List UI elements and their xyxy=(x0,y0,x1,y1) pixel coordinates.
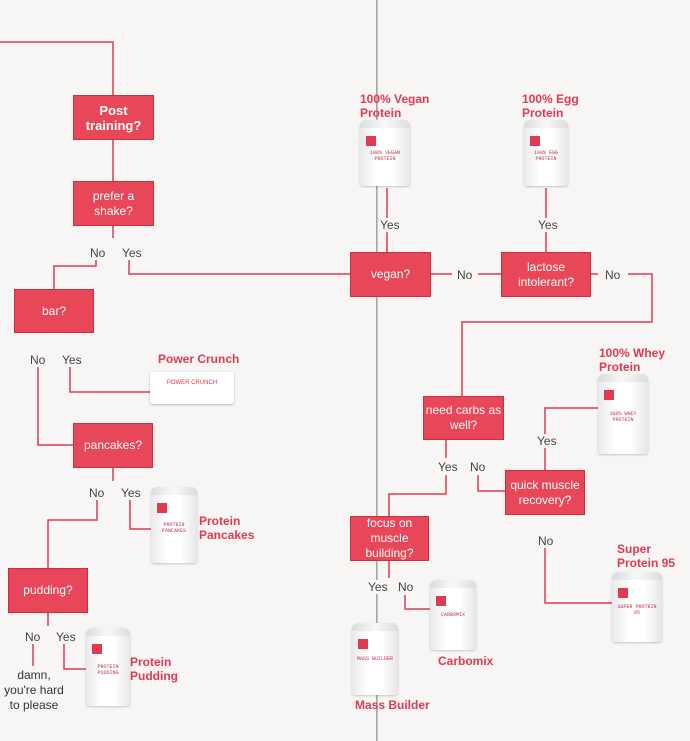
answer-yes: Yes xyxy=(536,218,560,232)
product-image-pudding: PROTEIN PUDDING xyxy=(86,628,130,706)
tub-label: 100% WHEY PROTEIN xyxy=(609,410,637,423)
product-image-power-crunch: POWER CRUNCH xyxy=(150,372,234,404)
tub-label: PROTEIN PUDDING xyxy=(97,663,119,676)
tub-cap xyxy=(86,628,130,636)
brand-logo-icon xyxy=(92,644,102,654)
tub-cap xyxy=(360,120,410,128)
tub-cap xyxy=(524,120,568,128)
decision-label: pudding? xyxy=(23,583,73,597)
answer-yes: Yes xyxy=(378,218,402,232)
decision-label: focus on muscle building? xyxy=(365,516,414,560)
brand-logo-icon xyxy=(366,136,376,146)
product-name-pudding: Protein Pudding xyxy=(130,655,178,683)
answer-no: No xyxy=(23,630,43,644)
answer-no: No xyxy=(468,460,488,474)
decision-label: lactose intolerant? xyxy=(517,259,575,289)
decision-label: pancakes? xyxy=(83,438,143,452)
answer-no: No xyxy=(28,353,48,367)
brand-logo-icon xyxy=(358,639,368,649)
tub-label: CARBOMIX xyxy=(440,612,465,619)
product-image-carbomix: CARBOMIX xyxy=(430,580,476,650)
brand-logo-icon xyxy=(157,503,167,513)
decision-quick-recovery: quick muscle recovery? xyxy=(505,470,585,515)
product-image-mass-builder: MASS BUILDER xyxy=(352,623,398,695)
decision-pudding: pudding? xyxy=(8,568,88,613)
decision-bar: bar? xyxy=(14,289,94,333)
answer-yes: Yes xyxy=(535,434,559,448)
answer-yes: Yes xyxy=(366,580,390,594)
product-name-egg: 100% Egg Protein xyxy=(522,92,579,120)
answer-yes: Yes xyxy=(54,630,78,644)
decision-label: quick muscle recovery? xyxy=(510,477,580,507)
decision-need-carbs: need carbs as well? xyxy=(423,396,504,440)
product-image-vegan: 100% VEGAN PROTEIN xyxy=(360,120,410,186)
tub-cap xyxy=(598,374,648,382)
decision-focus-muscle: focus on muscle building? xyxy=(350,516,429,561)
decision-pancakes: pancakes? xyxy=(73,423,153,468)
tub-cap xyxy=(151,487,197,495)
tub-label: 100% VEGAN PROTEIN xyxy=(369,150,400,163)
tub-label: 100% EGG PROTEIN xyxy=(533,150,558,163)
answer-yes: Yes xyxy=(60,353,84,367)
page-fold xyxy=(376,0,378,741)
answer-no: No xyxy=(455,268,475,282)
product-name-super-protein: Super Protein 95 xyxy=(617,542,676,570)
product-name-whey: 100% Whey Protein xyxy=(599,346,666,374)
brand-logo-icon xyxy=(436,596,446,606)
answer-no: No xyxy=(603,268,623,282)
product-name-vegan: 100% Vegan Protein xyxy=(360,92,430,120)
tub-cap xyxy=(612,572,662,580)
answer-no: No xyxy=(87,486,107,500)
answer-yes: Yes xyxy=(119,486,143,500)
product-name-mass-builder: Mass Builder xyxy=(355,698,430,712)
product-name-carbomix: Carbomix xyxy=(438,654,494,668)
tub-cap xyxy=(430,580,476,588)
answer-no: No xyxy=(396,580,416,594)
decision-lactose-intolerant: lactose intolerant? xyxy=(501,252,591,297)
end-note: damn, you're hard to please xyxy=(4,668,64,712)
decision-label: Post training? xyxy=(85,102,142,133)
tub-cap xyxy=(352,623,398,631)
brand-logo-icon xyxy=(604,390,614,400)
tub-label: SUPER PROTEIN 95 xyxy=(617,604,657,617)
product-image-pancakes: PROTEIN PANCAKES xyxy=(151,487,197,563)
decision-post-training: Post training? xyxy=(73,95,154,140)
answer-yes: Yes xyxy=(436,460,460,474)
tub-label: PROTEIN PANCAKES xyxy=(161,521,186,534)
answer-no: No xyxy=(88,246,108,260)
decision-label: vegan? xyxy=(370,267,411,281)
product-image-egg: 100% EGG PROTEIN xyxy=(524,120,568,186)
decision-label: need carbs as well? xyxy=(425,403,502,432)
decision-label: prefer a shake? xyxy=(92,188,135,218)
product-name-pancakes: Protein Pancakes xyxy=(199,514,255,542)
answer-no: No xyxy=(536,534,556,548)
decision-label: bar? xyxy=(41,303,67,318)
decision-prefer-shake: prefer a shake? xyxy=(73,181,154,226)
product-image-whey: 100% WHEY PROTEIN xyxy=(598,374,648,454)
tub-label: MASS BUILDER xyxy=(356,656,393,663)
product-name-power-crunch: Power Crunch xyxy=(158,352,240,366)
brand-logo-icon xyxy=(530,136,540,146)
decision-vegan: vegan? xyxy=(350,252,431,297)
answer-yes: Yes xyxy=(120,246,144,260)
brand-logo-icon xyxy=(618,588,628,598)
product-image-super-protein: SUPER PROTEIN 95 xyxy=(612,572,662,642)
